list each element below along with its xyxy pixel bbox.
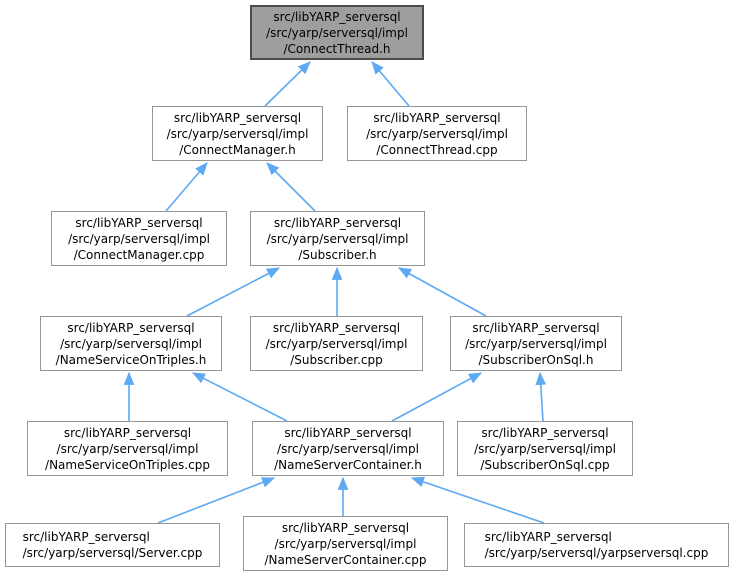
graph-node-connectthread-cpp[interactable]: src/libYARP_serversql /src/yarp/serversq…	[347, 106, 527, 161]
edge-connectmanager-cpp-to-connectmanager-h	[165, 162, 208, 212]
graph-node-label: src/libYARP_serversql /src/yarp/serversq…	[266, 9, 408, 56]
graph-node-subscriberonsql-h[interactable]: src/libYARP_serversql /src/yarp/serversq…	[450, 316, 622, 371]
edge-nameservercontainer-h-to-subscriberonsql-h	[391, 372, 482, 422]
graph-node-nameserviceontriples-h[interactable]: src/libYARP_serversql /src/yarp/serversq…	[40, 316, 222, 371]
graph-node-nameservercontainer-cpp[interactable]: src/libYARP_serversql /src/yarp/serversq…	[243, 516, 448, 571]
graph-node-label: src/libYARP_serversql /src/yarp/serversq…	[484, 530, 709, 560]
graph-node-subscriberonsql-cpp[interactable]: src/libYARP_serversql /src/yarp/serversq…	[457, 421, 633, 476]
graph-node-nameservercontainer-h[interactable]: src/libYARP_serversql /src/yarp/serversq…	[252, 421, 444, 476]
graph-node-label: src/libYARP_serversql /src/yarp/serversq…	[274, 425, 422, 472]
graph-node-label: src/libYARP_serversql /src/yarp/serversq…	[166, 110, 309, 157]
graph-node-label: src/libYARP_serversql /src/yarp/serversq…	[22, 530, 203, 560]
graph-node-label: src/libYARP_serversql /src/yarp/serversq…	[265, 320, 408, 367]
edge-connectmanager-h-to-connectthread-h	[264, 61, 311, 107]
graph-node-label: src/libYARP_serversql /src/yarp/serversq…	[45, 425, 210, 472]
edge-subscriber-h-to-connectmanager-h	[266, 162, 316, 212]
graph-node-nameserviceontriples-cpp[interactable]: src/libYARP_serversql /src/yarp/serversq…	[27, 421, 228, 476]
graph-node-label: src/libYARP_serversql /src/yarp/serversq…	[366, 110, 508, 157]
graph-node-label: src/libYARP_serversql /src/yarp/serversq…	[264, 520, 427, 567]
graph-node-connectmanager-h[interactable]: src/libYARP_serversql /src/yarp/serversq…	[152, 106, 323, 161]
graph-node-label: src/libYARP_serversql /src/yarp/serversq…	[55, 320, 207, 367]
graph-node-label: src/libYARP_serversql /src/yarp/serversq…	[474, 425, 616, 472]
edge-nameserviceontriples-h-to-subscriber-h	[186, 267, 280, 317]
edge-server-cpp-to-nameservercontainer-h	[157, 477, 276, 524]
graph-node-connectthread-h[interactable]: src/libYARP_serversql /src/yarp/serversq…	[250, 5, 424, 60]
graph-node-subscriber-h[interactable]: src/libYARP_serversql /src/yarp/serversq…	[250, 211, 425, 266]
graph-node-label: src/libYARP_serversql /src/yarp/serversq…	[266, 215, 409, 262]
edge-connectthread-cpp-to-connectthread-h	[371, 61, 410, 107]
graph-node-yarpserversql-cpp[interactable]: src/libYARP_serversql /src/yarp/serversq…	[464, 523, 729, 567]
graph-node-label: src/libYARP_serversql /src/yarp/serversq…	[68, 215, 210, 262]
edge-subscriberonsql-cpp-to-subscriberonsql-h	[535, 371, 547, 422]
edge-subscriberonsql-h-to-subscriber-h	[398, 267, 487, 317]
edge-yarpserversql-cpp-to-nameservercontainer-h	[410, 476, 545, 524]
graph-node-subscriber-cpp[interactable]: src/libYARP_serversql /src/yarp/serversq…	[250, 316, 423, 371]
graph-node-connectmanager-cpp[interactable]: src/libYARP_serversql /src/yarp/serversq…	[51, 211, 227, 266]
graph-node-server-cpp[interactable]: src/libYARP_serversql /src/yarp/serversq…	[5, 523, 220, 567]
edge-nameservercontainer-h-to-nameserviceontriples-h	[192, 372, 288, 422]
graph-node-label: src/libYARP_serversql /src/yarp/serversq…	[465, 320, 607, 367]
